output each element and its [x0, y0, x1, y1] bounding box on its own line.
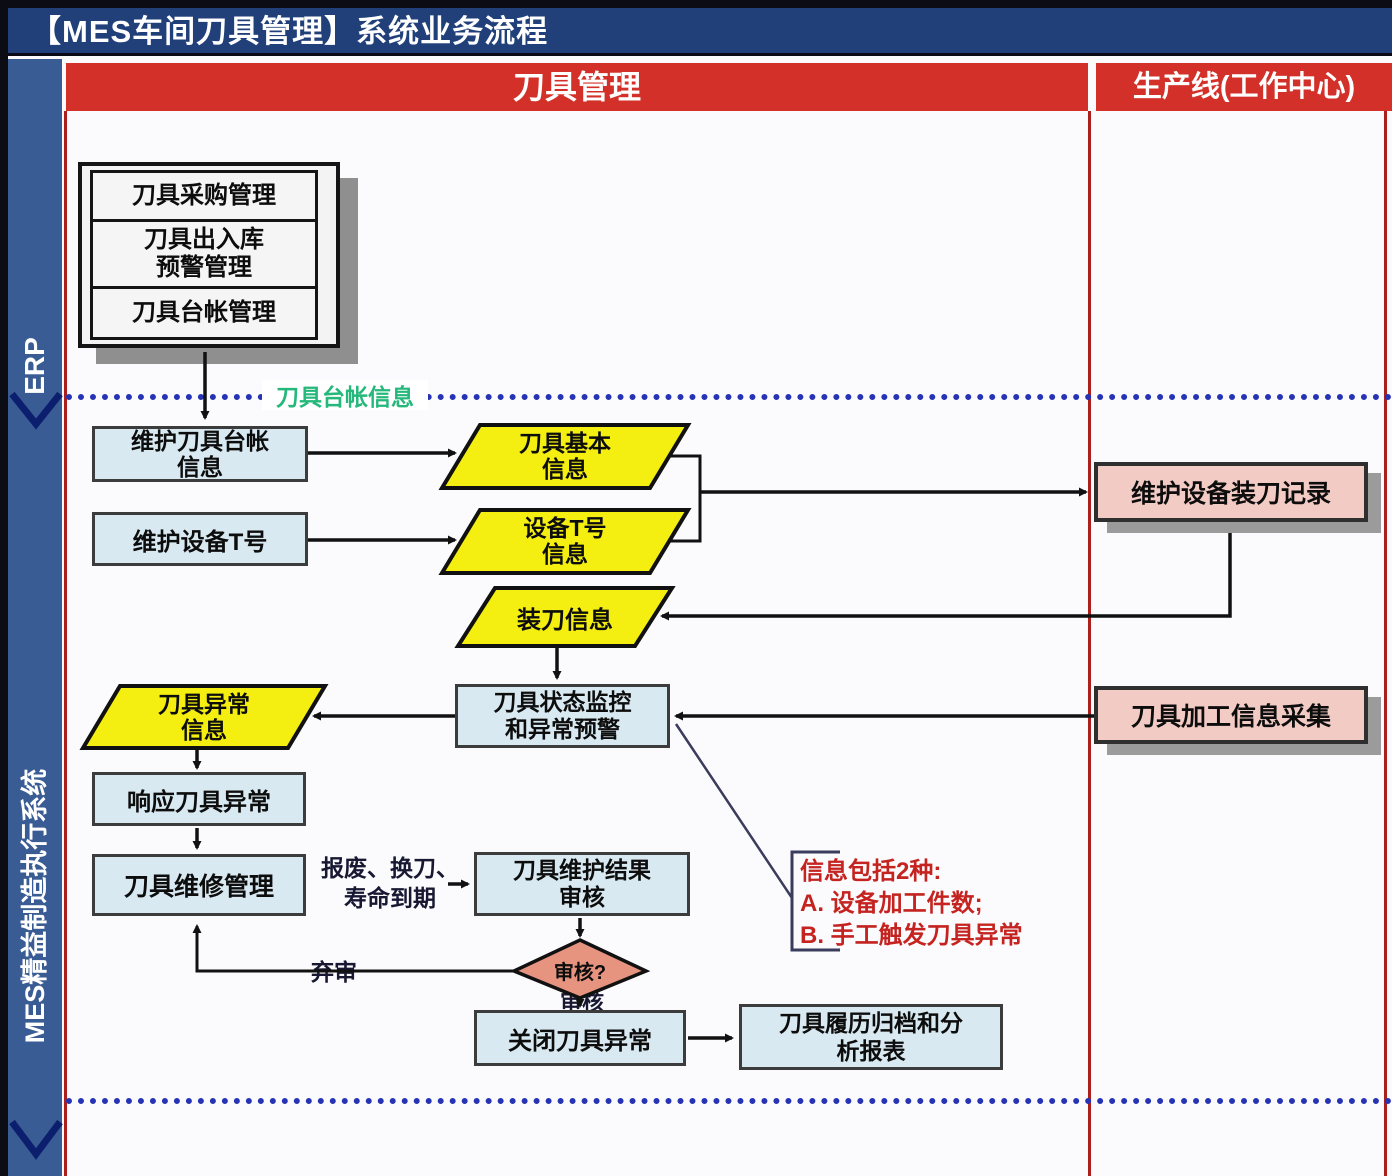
shape-audit-decision: [509, 938, 651, 1000]
red-divider-right: [1384, 111, 1387, 1176]
red-divider-middle: [1088, 111, 1091, 1176]
shape-tool-basic-info: [438, 423, 692, 490]
node-maintain-result-audit: 刀具维护结果 审核: [474, 852, 690, 916]
node-tool-repair: 刀具维修管理: [92, 854, 306, 916]
node-respond-abnormal: 响应刀具异常: [92, 772, 306, 826]
dotted-boundary-bottom: [66, 1098, 1392, 1104]
shape-tool-abnormal-info: [79, 684, 329, 750]
note-bracket: [790, 850, 840, 952]
node-status-monitor: 刀具状态监控 和异常预警: [455, 684, 670, 748]
dotted-boundary-top: [66, 394, 1392, 400]
node-close-abnormal: 关闭刀具异常: [474, 1010, 686, 1066]
column-header-production-line: 生产线(工作中心): [1096, 63, 1392, 111]
erp-stack: 刀具采购管理 刀具出入库 预警管理 刀具台帐管理: [78, 162, 340, 348]
label-ledger-info: 刀具台帐信息: [262, 380, 428, 410]
node-processing-collect: 刀具加工信息采集: [1094, 686, 1368, 744]
node-maintain-load-record: 维护设备装刀记录: [1094, 462, 1368, 522]
frame-left: [0, 0, 8, 1176]
label-scrap-change: 报废、换刀、 寿命到期: [321, 855, 459, 911]
shape-tool-load-info: [454, 586, 676, 648]
node-maintain-device-t: 维护设备T号: [92, 512, 308, 566]
chevron-mes-icon: [9, 1119, 63, 1160]
chevron-erp-icon: [9, 391, 63, 430]
note-callout-line: [674, 723, 794, 899]
sidebar-lane-erp: [8, 59, 62, 432]
shape-device-t-info: [438, 508, 692, 575]
note-info-types: 信息包括2种: A. 设备加工件数; B. 手工触发刀具异常: [800, 858, 1023, 949]
page-title: 【MES车间刀具管理】系统业务流程: [8, 8, 1392, 56]
red-divider-left: [64, 111, 67, 1176]
erp-item-ledger: 刀具台帐管理: [90, 286, 318, 340]
sidebar-lane-mes: [8, 432, 62, 1176]
node-maintain-ledger: 维护刀具台帐 信息: [92, 426, 308, 482]
frame-top: [0, 0, 1392, 8]
column-header-tool-management: 刀具管理: [66, 63, 1088, 111]
node-history-archive: 刀具履历归档和分 析报表: [739, 1004, 1003, 1070]
